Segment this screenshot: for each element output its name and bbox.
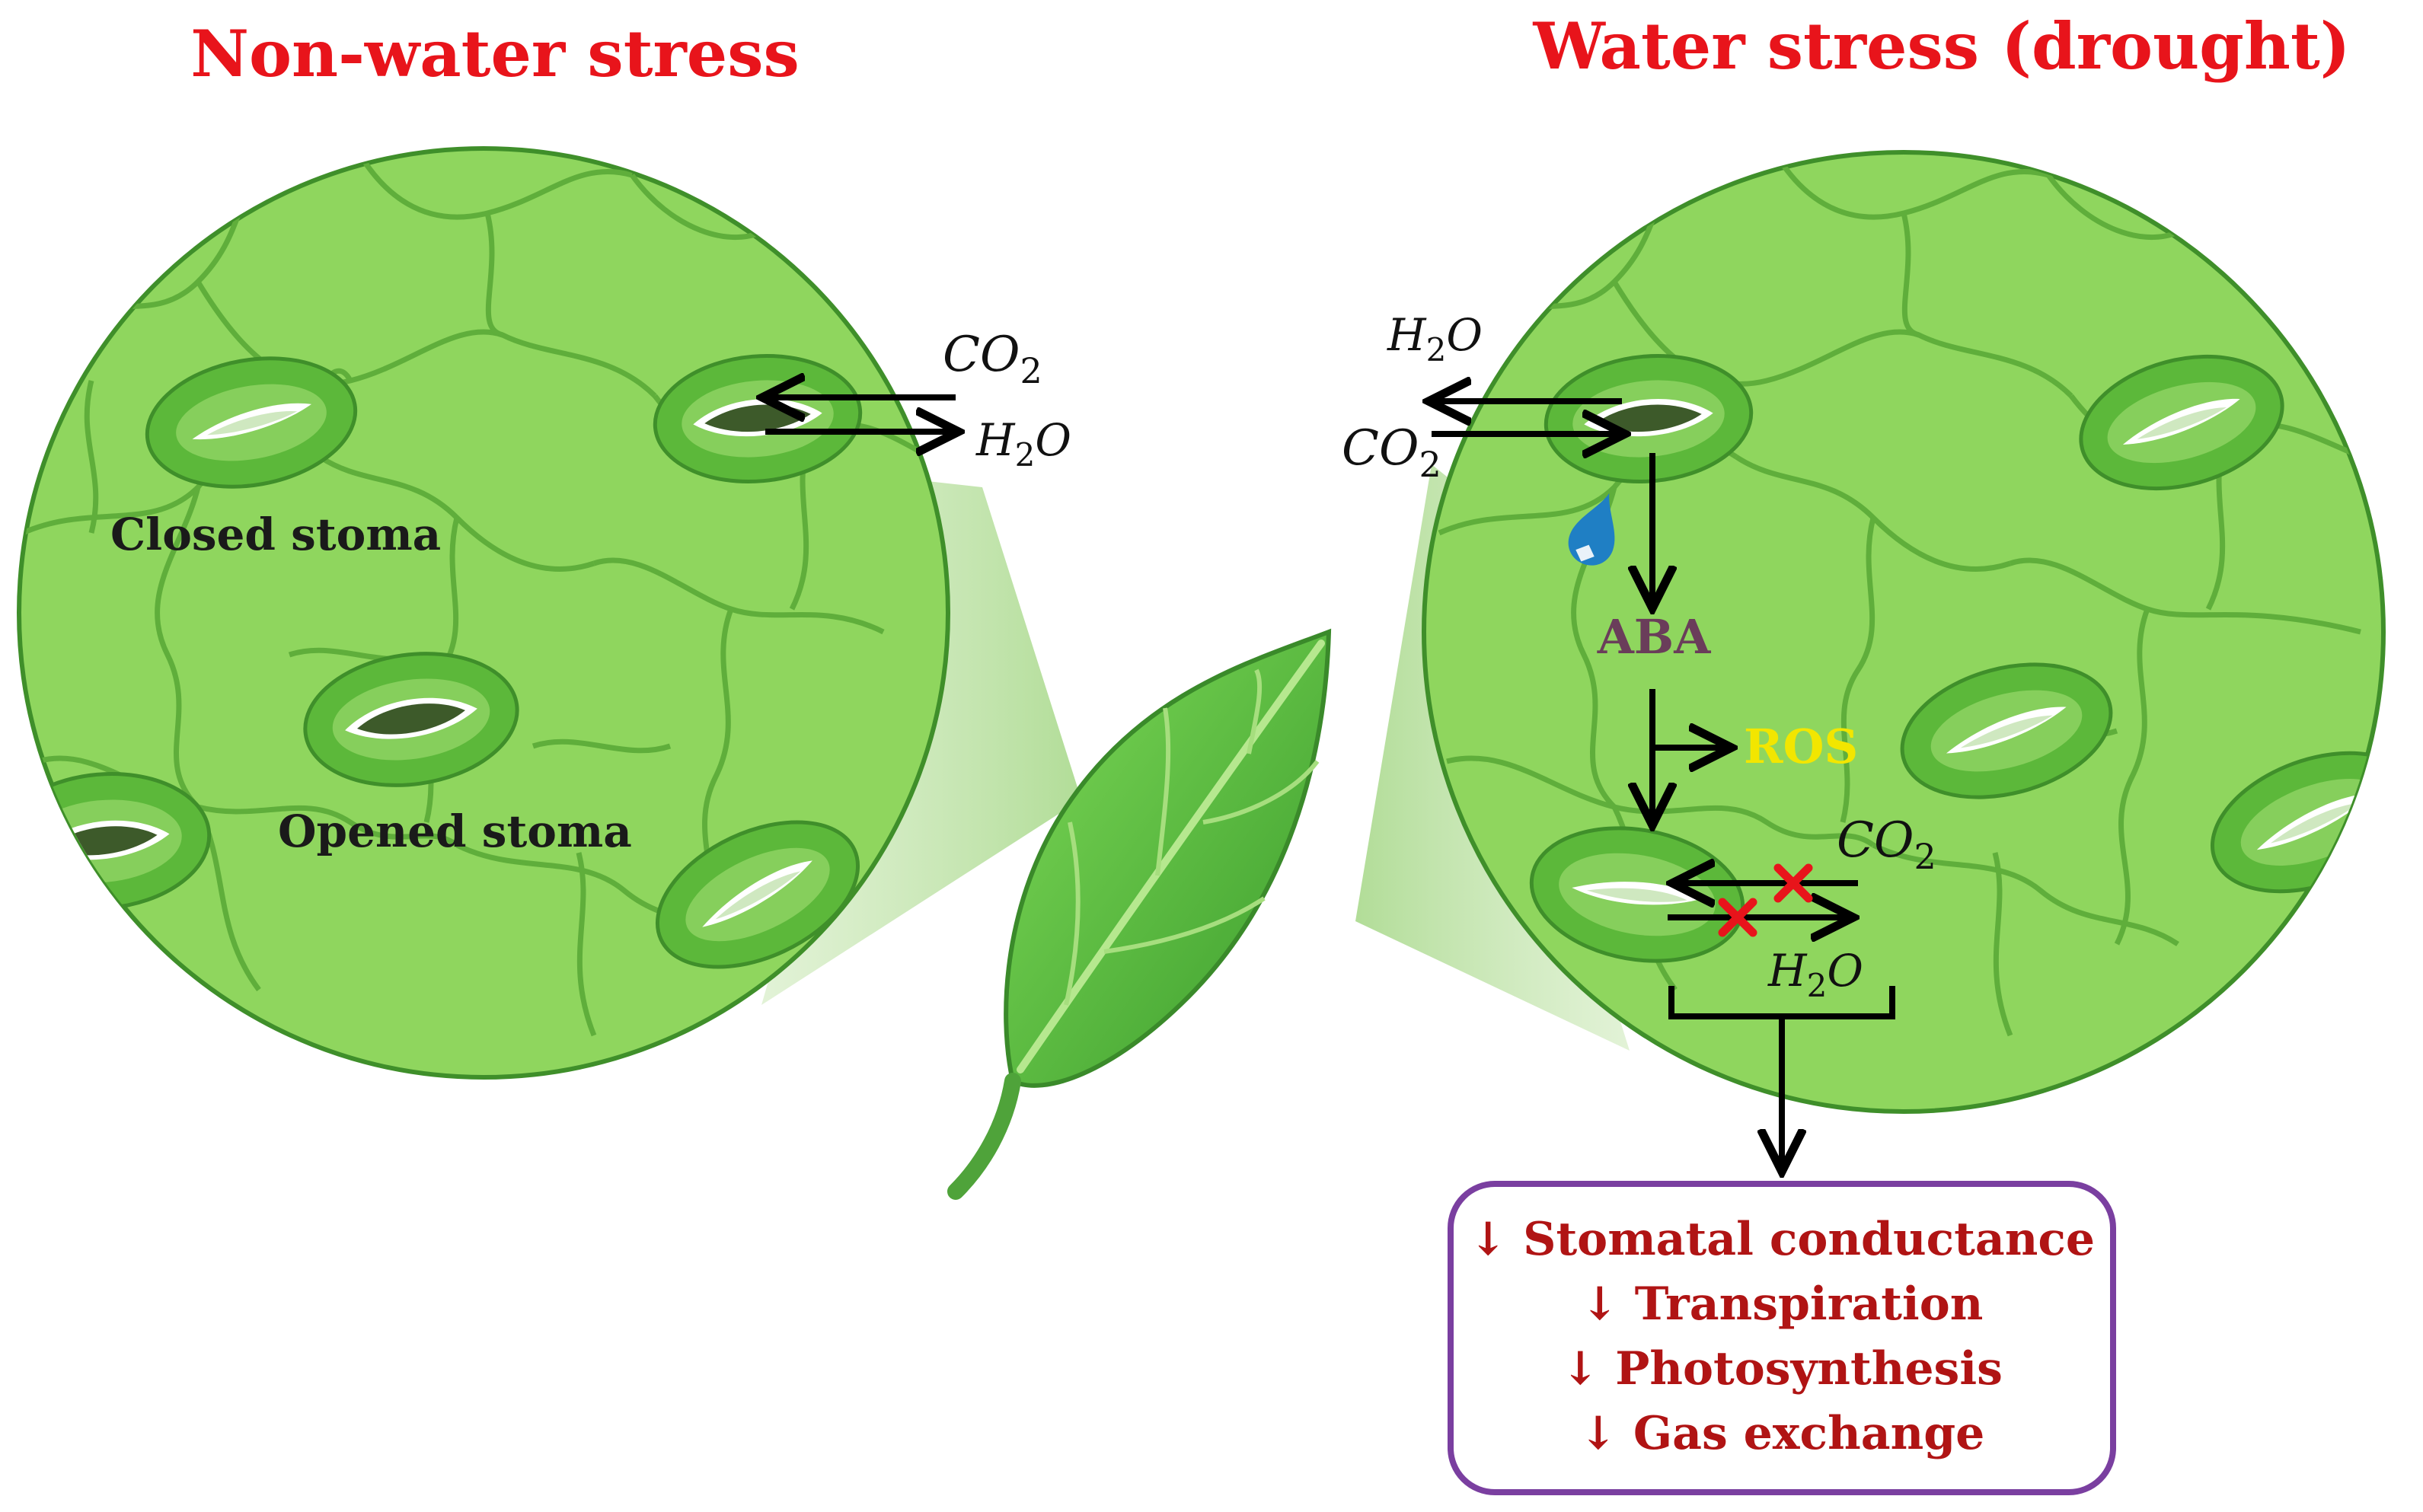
blocked-co2-label: CO2	[1837, 812, 1936, 877]
effect-photosynthesis: ↓ Photosynthesis	[1561, 1342, 2003, 1396]
effect-gas-exchange: ↓ Gas exchange	[1579, 1407, 1985, 1460]
blocked-h2o-label: H2O	[1767, 945, 1863, 1004]
right-h2o-label: H2O	[1387, 309, 1483, 368]
left-co2-label: CO2	[943, 327, 1042, 391]
stoma-closed-bottom	[655, 820, 860, 969]
right-co2-label: CO2	[1342, 420, 1441, 485]
water-drop-icon	[1568, 493, 1615, 566]
effect-stomatal-conductance: ↓ Stomatal conductance	[1469, 1213, 2095, 1266]
left-h2o-label: H2O	[975, 414, 1071, 474]
closed-stoma-label: Closed stoma	[110, 509, 441, 560]
stoma-drought-middle-right	[1900, 662, 2113, 799]
title-non-water-stress: Non-water stress	[190, 16, 800, 91]
stoma-open-center	[303, 652, 519, 787]
stoma-drought-top-right	[2079, 354, 2284, 491]
opened-stoma-label: Opened stoma	[278, 805, 632, 857]
effects-box	[1448, 1181, 2116, 1495]
title-water-stress: Water stress (drought)	[1532, 8, 2350, 84]
leaf-illustration	[947, 628, 1332, 1200]
right-magnified-circle	[1422, 150, 2386, 1114]
stoma-closed	[145, 356, 358, 489]
effect-transpiration: ↓ Transpiration	[1581, 1278, 1984, 1331]
block-mark-bottom	[1718, 898, 1757, 937]
aba-label: ABA	[1597, 609, 1712, 665]
block-mark-top	[1773, 863, 1813, 903]
ros-label: ROS	[1744, 719, 1858, 774]
left-magnified-circle	[17, 146, 950, 1080]
